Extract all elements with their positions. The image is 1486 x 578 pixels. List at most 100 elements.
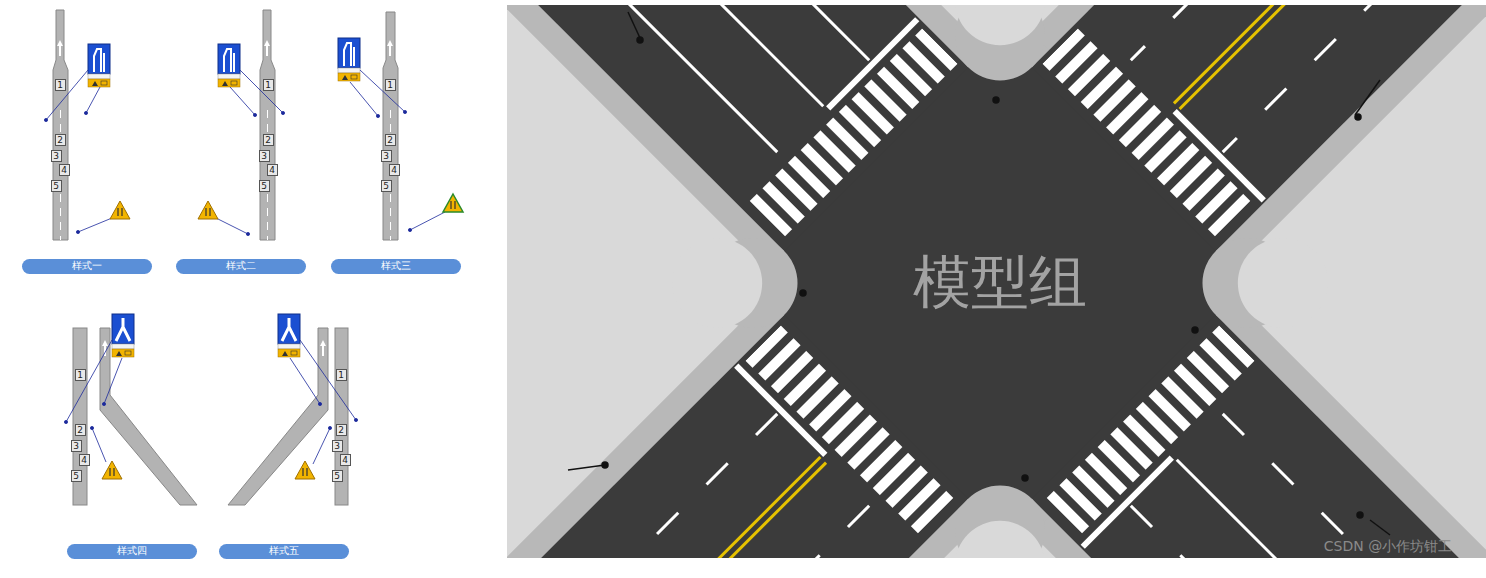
lane-number: 3 bbox=[334, 441, 340, 451]
road-style-1 bbox=[57, 40, 63, 56]
lane-number-box: 1 bbox=[385, 79, 396, 91]
watermark: CSDN @小作坊钳工 bbox=[1324, 538, 1452, 556]
road-style-2 bbox=[216, 218, 248, 234]
intersection-illustration bbox=[507, 5, 1486, 558]
road-style-1 bbox=[44, 70, 112, 234]
lane-number-box: 4 bbox=[59, 164, 70, 176]
lane-number-box: 5 bbox=[71, 470, 82, 482]
lane-number-box: 4 bbox=[340, 454, 351, 466]
lane-number-box: 2 bbox=[263, 134, 274, 146]
road-style-5 bbox=[320, 340, 326, 356]
lane-number: 5 bbox=[73, 471, 79, 481]
style-band: 样式二 bbox=[176, 259, 306, 274]
intersection-illustration bbox=[673, 5, 1328, 259]
intersection-illustration bbox=[507, 463, 826, 558]
style-name: 样式一 bbox=[72, 260, 102, 272]
road-style-1 bbox=[46, 70, 88, 120]
lane-number: 4 bbox=[391, 165, 397, 175]
lane-number: 5 bbox=[334, 471, 340, 481]
lane-number: 1 bbox=[338, 370, 344, 380]
intersection-illustration bbox=[654, 5, 1347, 558]
road-style-4 bbox=[90, 426, 93, 429]
road-style-5 bbox=[354, 418, 357, 421]
intersection-illustration bbox=[689, 5, 1311, 558]
lane-number: 2 bbox=[338, 425, 344, 435]
style-band: 样式五 bbox=[219, 544, 349, 559]
lane-number-box: 2 bbox=[385, 134, 396, 146]
lane-number-box: 4 bbox=[267, 164, 278, 176]
intersection-illustration bbox=[628, 12, 640, 38]
lane-number-box: 4 bbox=[389, 164, 400, 176]
lane-number-box: 5 bbox=[381, 180, 392, 192]
lane-number: 1 bbox=[387, 80, 393, 90]
road-style-5 bbox=[228, 314, 358, 505]
road-style-2 bbox=[253, 113, 256, 116]
intersection-illustration bbox=[507, 506, 869, 558]
intersection-illustration bbox=[507, 5, 1486, 558]
lane-number: 5 bbox=[383, 181, 389, 191]
style-name: 样式二 bbox=[226, 260, 256, 272]
lane-number: 4 bbox=[342, 455, 348, 465]
lane-number: 2 bbox=[77, 425, 83, 435]
road-style-3 bbox=[376, 114, 379, 117]
intersection-illustration bbox=[507, 5, 1486, 558]
intersection-illustration bbox=[1180, 5, 1486, 109]
lane-number: 3 bbox=[261, 151, 267, 161]
model-title: 模型组 bbox=[913, 244, 1087, 322]
style-name: 样式四 bbox=[117, 545, 147, 557]
lane-number-box: 1 bbox=[75, 369, 86, 381]
intersection-illustration bbox=[507, 5, 1486, 558]
style-band: 样式一 bbox=[22, 259, 152, 274]
intersection-illustration bbox=[568, 12, 1390, 535]
intersection-illustration bbox=[602, 462, 608, 468]
intersection-illustration bbox=[507, 5, 777, 152]
road-style-3 bbox=[383, 12, 398, 240]
intersection-illustration bbox=[936, 5, 1063, 64]
intersection-illustration bbox=[507, 5, 1486, 558]
intersection-illustration bbox=[507, 5, 1486, 558]
lane-number-box: 1 bbox=[263, 79, 274, 91]
intersection-illustration bbox=[1355, 114, 1361, 120]
road-style-1 bbox=[86, 87, 100, 113]
lane-number: 2 bbox=[57, 135, 63, 145]
road-style-4 bbox=[64, 420, 67, 423]
road-style-1 bbox=[84, 111, 87, 114]
road-style-4 bbox=[104, 358, 122, 404]
road-style-1 bbox=[44, 10, 130, 240]
road-style-4 bbox=[64, 314, 197, 505]
road-style-4 bbox=[102, 461, 122, 479]
lane-number-box: 5 bbox=[51, 180, 62, 192]
intersection-illustration bbox=[1131, 506, 1486, 558]
intersection-illustration bbox=[507, 5, 869, 60]
lane-number: 1 bbox=[265, 80, 271, 90]
lane-number-box: 3 bbox=[71, 440, 82, 452]
lane-number: 2 bbox=[265, 135, 271, 145]
intersection-illustration bbox=[734, 364, 827, 457]
road-style-1 bbox=[110, 201, 130, 219]
intersection-illustration bbox=[1131, 5, 1486, 60]
lane-number: 3 bbox=[73, 441, 79, 451]
lane-number-box: 3 bbox=[51, 150, 62, 162]
road-style-1 bbox=[44, 118, 47, 121]
road-style-3 bbox=[350, 82, 378, 116]
road-style-4 bbox=[64, 340, 122, 462]
lane-number: 3 bbox=[53, 151, 59, 161]
intersection-illustration bbox=[507, 5, 823, 106]
style-name: 样式五 bbox=[269, 545, 299, 557]
road-style-2 bbox=[281, 111, 284, 114]
intersection-illustration bbox=[1223, 5, 1486, 152]
intersection-illustration bbox=[637, 37, 643, 43]
lane-number: 3 bbox=[383, 151, 389, 161]
intersection-illustration bbox=[1081, 456, 1174, 549]
lane-number-box: 2 bbox=[336, 424, 347, 436]
road-style-3 bbox=[410, 212, 445, 230]
road-style-3 bbox=[443, 194, 463, 212]
road-style-2 bbox=[264, 40, 270, 56]
road-style-3 bbox=[451, 201, 455, 209]
road-style-3 bbox=[408, 228, 411, 231]
road-style-5 bbox=[300, 340, 356, 420]
road-style-1 bbox=[78, 218, 112, 232]
road-style-4 bbox=[112, 314, 134, 357]
style-name: 样式三 bbox=[381, 260, 411, 272]
